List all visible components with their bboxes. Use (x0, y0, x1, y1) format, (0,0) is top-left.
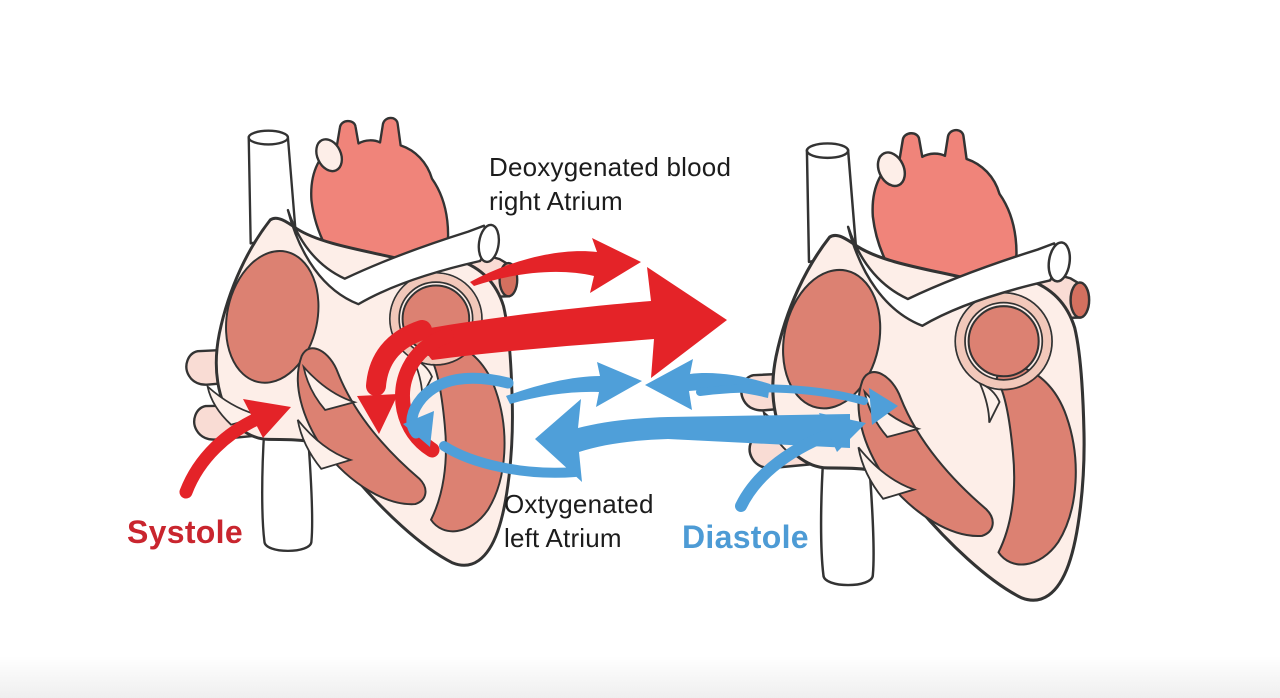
deoxygenated-flow-arrow-small (470, 238, 641, 293)
diastole-pointer-arrow (735, 413, 866, 512)
deoxygenated-blood-label: Deoxygenated blood right Atrium (489, 152, 732, 217)
deoxygenated-flow-arrow-large (424, 267, 727, 378)
red-flow-ribbon (395, 328, 454, 458)
systole-pointer-arrow (179, 399, 291, 499)
oxygenated-flow-arrow-small-right (506, 362, 642, 407)
left-atrium-inflow-arrow-blue (403, 372, 514, 447)
right-heart-inflow-arrow-blue (696, 384, 898, 425)
ventricle-inflow-arrow-red (357, 320, 432, 434)
diastole-label: Diastole (682, 519, 809, 555)
oxygenated-flow-arrow-small-left (645, 359, 770, 410)
blue-flow-ribbon (439, 441, 580, 478)
oxygenated-flow-arrow-large (535, 399, 850, 482)
oxygenated-blood-label: Oxtygenated left Atrium (504, 489, 654, 554)
systole-label: Systole (127, 514, 243, 550)
